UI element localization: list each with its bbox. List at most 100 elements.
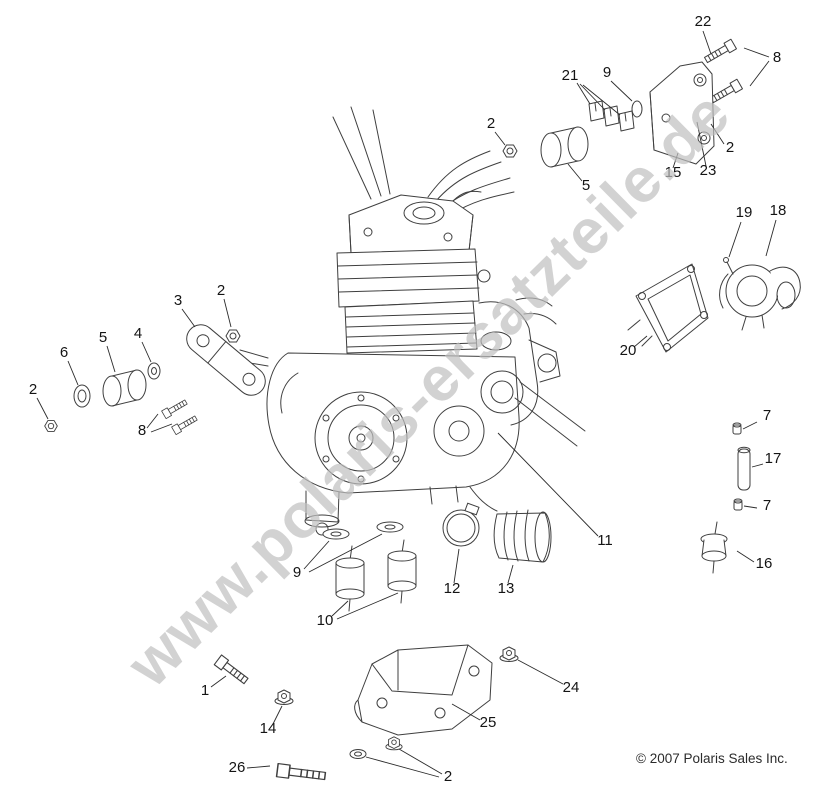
leader-line xyxy=(308,533,383,573)
callout-8: 8 xyxy=(773,49,781,66)
clamp-12 xyxy=(442,502,480,547)
callout-18: 18 xyxy=(770,202,787,219)
left-mount-rubber-5 xyxy=(102,369,147,407)
leader-line xyxy=(751,463,764,468)
callout-13: 13 xyxy=(498,580,515,597)
bolt-8-left-b xyxy=(171,413,199,436)
clamp-and-boot xyxy=(442,502,552,563)
bolt-26 xyxy=(275,762,327,784)
leader-line xyxy=(765,219,777,257)
leader-line xyxy=(579,83,606,111)
output-shaft xyxy=(305,490,340,523)
callout-12: 12 xyxy=(444,580,461,597)
callout-15: 15 xyxy=(665,164,682,181)
callout-22: 22 xyxy=(695,13,712,30)
callout-9: 9 xyxy=(293,564,301,581)
crankcase xyxy=(266,352,520,494)
bottom-bracket-assembly xyxy=(213,644,519,784)
leader-line xyxy=(272,705,283,725)
leader-line xyxy=(633,335,648,348)
watermark-text: www.polaris-ersatzteile.de xyxy=(114,78,744,701)
front-mount-assembly xyxy=(502,38,743,168)
leader-line xyxy=(736,550,755,563)
callout-6: 6 xyxy=(60,344,68,361)
callout-11: 11 xyxy=(597,532,613,549)
leader-line xyxy=(582,84,621,116)
callout-5: 5 xyxy=(99,329,107,346)
leader-line xyxy=(150,423,173,433)
callout-2: 2 xyxy=(29,381,37,398)
leader-line xyxy=(743,47,770,58)
leader-line xyxy=(365,756,440,778)
callout-24: 24 xyxy=(563,679,580,696)
callout-14: 14 xyxy=(260,720,277,737)
callout-19: 19 xyxy=(736,204,753,221)
callout-25: 25 xyxy=(480,714,497,731)
callout-23: 23 xyxy=(700,162,717,179)
intake-manifold xyxy=(478,301,539,426)
left-bracket-3 xyxy=(186,324,266,396)
washer-4 xyxy=(147,362,161,380)
slotted-washers-21 xyxy=(588,100,635,132)
boot-13 xyxy=(493,509,552,563)
leader-line xyxy=(336,592,399,620)
callout-10: 10 xyxy=(317,612,334,629)
front-mount-bracket-15 xyxy=(649,61,715,165)
washer-6 xyxy=(73,384,91,408)
callout-4: 4 xyxy=(134,325,142,342)
leader-line xyxy=(728,221,742,258)
front-mount-rubber-5 xyxy=(540,126,589,168)
callout-1: 1 xyxy=(201,682,209,699)
callout-9: 9 xyxy=(603,64,611,81)
leader-line xyxy=(246,765,271,769)
callout-2: 2 xyxy=(487,115,495,132)
rubber-mount-10-b xyxy=(387,539,417,604)
washer-2-bottom xyxy=(349,749,367,759)
leader-line xyxy=(742,421,758,430)
washer-9-front xyxy=(631,100,643,118)
spacer-7-upper xyxy=(732,422,742,435)
leader-line xyxy=(67,360,79,386)
leader-line xyxy=(702,30,712,55)
leader-line xyxy=(453,548,460,584)
nut-14 xyxy=(274,689,294,705)
callout-7: 7 xyxy=(763,407,771,424)
leader-line xyxy=(696,121,707,167)
leader-line xyxy=(146,413,159,429)
bracket-25 xyxy=(354,644,493,736)
leader-line xyxy=(567,163,583,182)
leader-line xyxy=(106,345,116,373)
nut-2-front xyxy=(502,144,518,158)
callout-7: 7 xyxy=(763,497,771,514)
leader-line xyxy=(610,80,633,102)
callout-8: 8 xyxy=(138,422,146,439)
nut-24 xyxy=(499,646,519,662)
leader-line xyxy=(710,123,725,145)
nut-2-bottom xyxy=(385,736,403,751)
spacer-7-lower xyxy=(733,498,743,511)
leader-line xyxy=(497,432,599,537)
callout-20: 20 xyxy=(620,342,637,359)
callout-2: 2 xyxy=(726,139,734,156)
right-lower-parts xyxy=(700,422,751,574)
callout-2: 2 xyxy=(217,282,225,299)
bolt-8-left-a xyxy=(161,397,189,420)
airbox-cover-20 xyxy=(627,263,709,353)
mount-16 xyxy=(700,521,728,574)
leader-line xyxy=(36,397,49,420)
lower-mounts xyxy=(322,521,417,612)
callout-21: 21 xyxy=(562,67,579,84)
leader-line xyxy=(223,298,232,328)
leader-line xyxy=(494,131,506,146)
washer-9-a xyxy=(322,528,350,540)
leader-line xyxy=(141,341,152,363)
leader-line xyxy=(749,60,770,87)
leader-line xyxy=(181,308,196,328)
callout-3: 3 xyxy=(174,292,182,309)
callout-26: 26 xyxy=(229,759,246,776)
leader-line xyxy=(398,748,443,775)
throttle-body-18 xyxy=(719,257,801,331)
